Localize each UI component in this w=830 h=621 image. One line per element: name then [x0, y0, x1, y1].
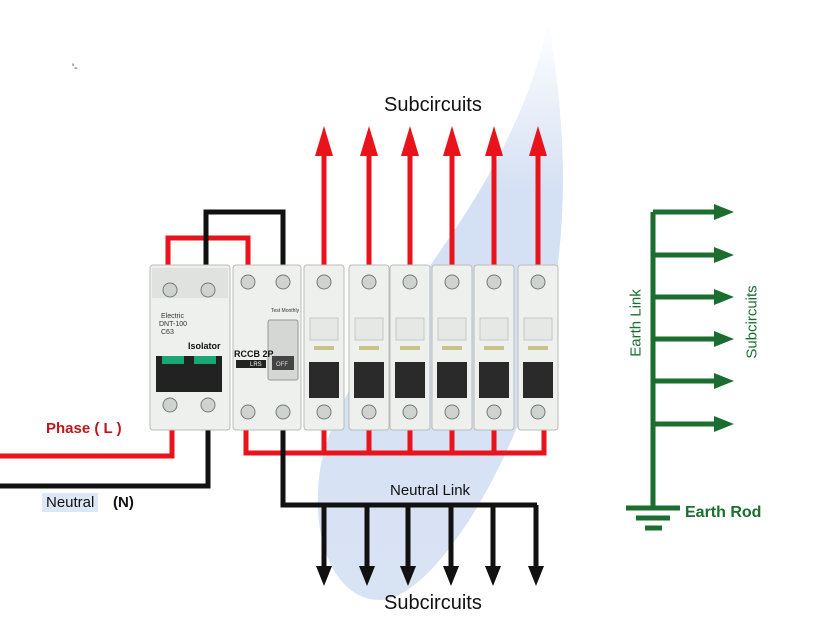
neutral-link-label: Neutral Link [390, 482, 471, 499]
mcb-top-terminal [316, 274, 332, 290]
rccb-label: RCCB 2P [234, 349, 274, 359]
subcircuit-neutral-arrows [316, 505, 544, 586]
mcb-breaker [473, 264, 515, 431]
earth-subcircuits-label: Subcircuits [743, 285, 761, 359]
earth-link-label: Earth Link [627, 289, 645, 357]
mcb-label-plate [437, 317, 467, 341]
mcb-switch-handle [437, 362, 467, 398]
mcb-top-terminal [530, 274, 546, 290]
earth-subcircuit-arrows [653, 204, 734, 432]
mcb-bottom-terminal [486, 404, 502, 420]
mcb-bottom-terminal [530, 404, 546, 420]
mcb-label-plate [395, 317, 425, 341]
corner-mark: '- [72, 62, 78, 74]
mcb-label-plate [309, 317, 339, 341]
phase-arrow-head [529, 126, 547, 156]
mcb-breaker [431, 264, 473, 431]
mcb-indicator [528, 346, 548, 350]
mcb-switch-handle [354, 362, 384, 398]
mcb-label-plate [523, 317, 553, 341]
neutral-arrow-head [316, 566, 332, 586]
neutral-arrow-head [485, 566, 501, 586]
mcb-indicator [314, 346, 334, 350]
mcb-indicator [359, 346, 379, 350]
mcb-breaker [517, 264, 559, 431]
mcb-breaker [348, 264, 390, 431]
earth-arrow-head [714, 331, 734, 347]
earth-rod-label: Earth Rod [685, 504, 762, 521]
mcb-indicator [484, 346, 504, 350]
isolator-brand: Electric [161, 313, 184, 320]
mcb-bottom-terminal [402, 404, 418, 420]
earth-system [626, 212, 680, 531]
subcircuits-top-label: Subcircuits [384, 94, 482, 116]
rccb-breaker [232, 264, 302, 431]
isolator-rating: C63 [161, 329, 174, 336]
neutral-arrow-head [528, 566, 544, 586]
mcb-indicator [400, 346, 420, 350]
mcb-breaker [303, 264, 345, 431]
earth-arrow-head [714, 373, 734, 389]
subcircuit-phase-arrows [315, 126, 547, 268]
mcb-breaker [389, 264, 431, 431]
earth-arrow-head [714, 416, 734, 432]
neutral-label: Neutral [42, 493, 99, 512]
mcb-top-terminal [486, 274, 502, 290]
mcb-switch-handle [523, 362, 553, 398]
mcb-indicator [442, 346, 462, 350]
mcb-label-plate [354, 317, 384, 341]
mcb-top-terminal [361, 274, 377, 290]
earth-arrow-head [714, 204, 734, 220]
neutral-arrow-head [400, 566, 416, 586]
earth-arrow-head [714, 289, 734, 305]
rccb-state: OFF [276, 362, 288, 368]
phase-arrow-head [401, 126, 419, 156]
mcb-label-plate [479, 317, 509, 341]
phase-arrow-head [485, 126, 503, 156]
subcircuits-bottom-label: Subcircuits [384, 592, 482, 614]
earth-arrow-head [714, 247, 734, 263]
rccb-test-button: Test Monthly [271, 308, 300, 314]
phase-arrow-head [360, 126, 378, 156]
mcb-bottom-terminal [444, 404, 460, 420]
neutral-arrow-head [359, 566, 375, 586]
mcb-top-terminal [444, 274, 460, 290]
mcb-bottom-terminal [361, 404, 377, 420]
isolator-label: Isolator [188, 341, 221, 351]
mcb-switch-handle [479, 362, 509, 398]
phase-arrow-head [443, 126, 461, 156]
phase-arrow-head [315, 126, 333, 156]
rccb-rating-badge: LRS [250, 362, 262, 368]
phase-label: Phase ( L ) [46, 420, 122, 437]
isolator-breaker [149, 264, 231, 431]
neutral-symbol: (N) [113, 494, 134, 511]
mcb-switch-handle [309, 362, 339, 398]
neutral-arrow-head [443, 566, 459, 586]
mcb-row [303, 264, 559, 431]
isolator-model: DNT-100 [159, 321, 187, 328]
mcb-top-terminal [402, 274, 418, 290]
mcb-switch-handle [395, 362, 425, 398]
mcb-bottom-terminal [316, 404, 332, 420]
